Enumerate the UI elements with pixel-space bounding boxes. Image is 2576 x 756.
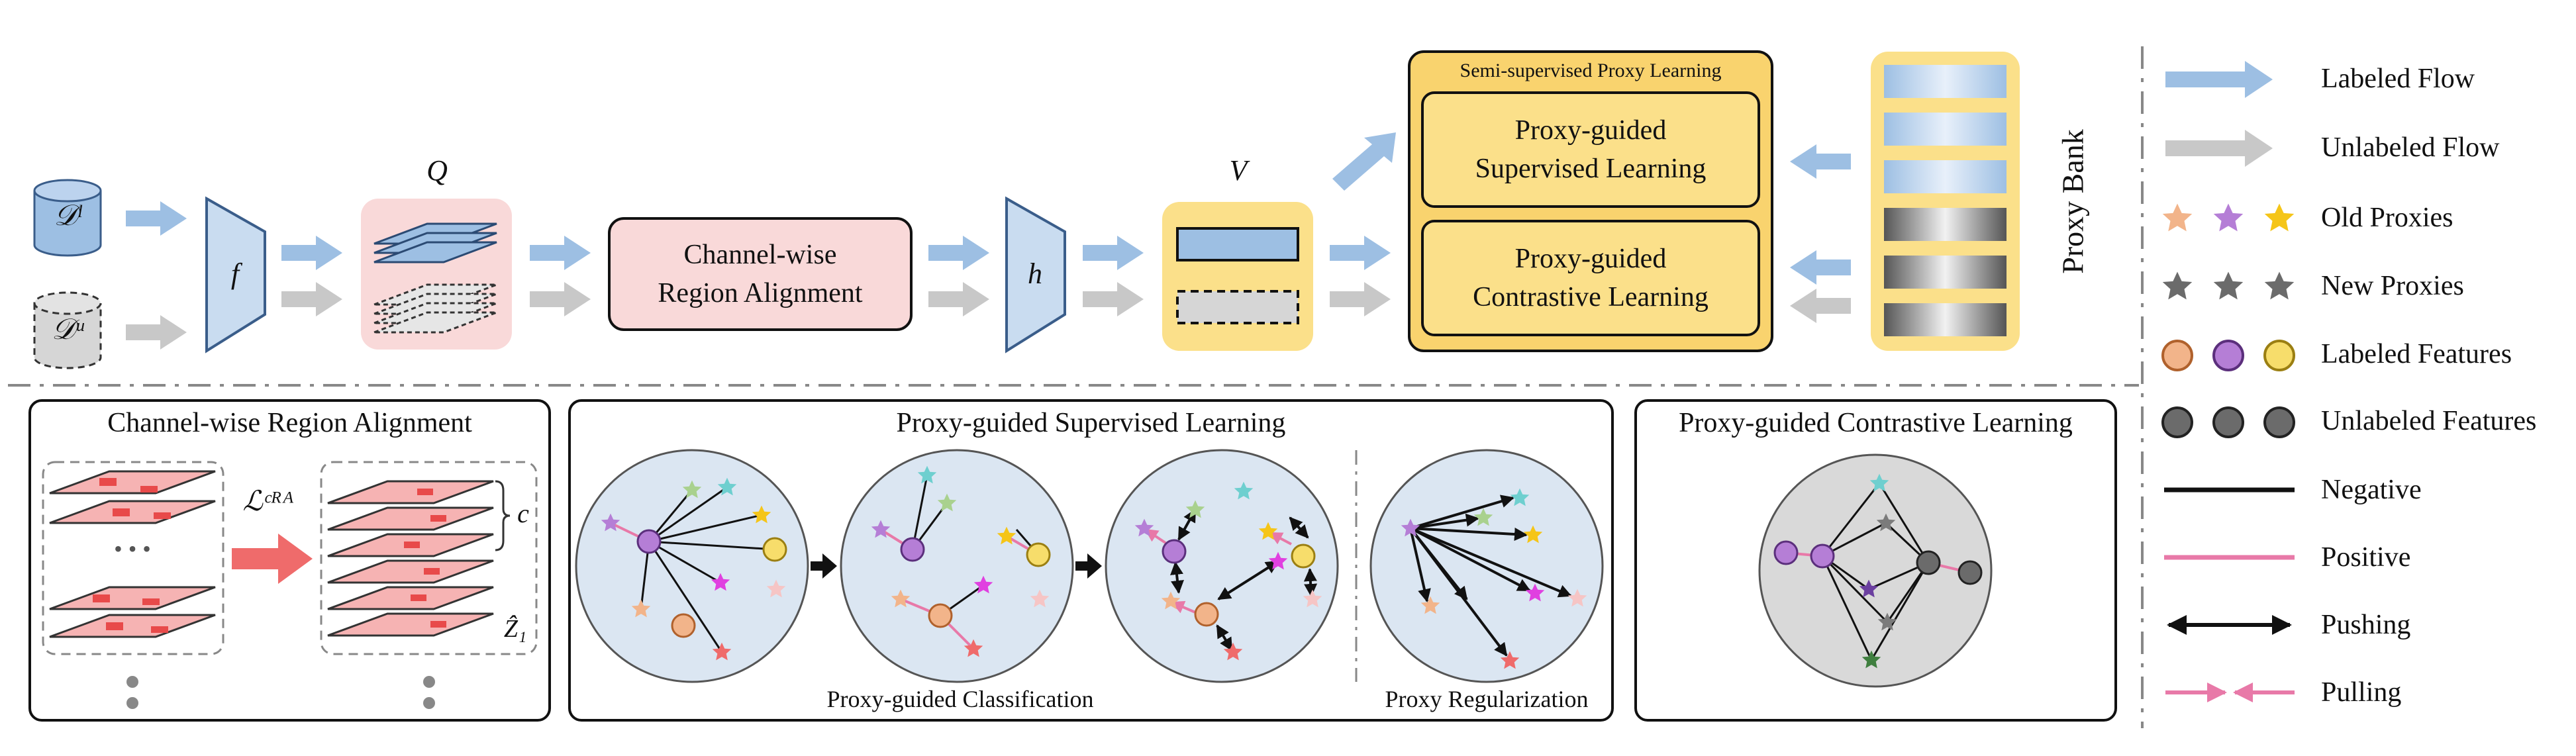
cra-input-frame [42,461,224,655]
unlabeled-dataset-label: 𝒟ᵘ [51,313,83,346]
v-unlabeled-bar [1176,290,1299,324]
q-labeled-layers [373,222,497,263]
cra-vertical-dots [126,676,435,709]
legend-old-proxy-orange-star [2162,203,2193,232]
cra-ellipsis: • • • [114,536,151,562]
legend-new-proxies-text: New Proxies [2321,271,2464,301]
legend-unlabeled-feature-3 [2263,406,2295,438]
pcl-box [1421,220,1760,336]
legend-old-proxy-purple-star [2213,203,2244,232]
projector-h-trapezoid [1005,196,1066,354]
proxy-bank-label: Proxy Bank [2056,129,2090,274]
channel-label: c [517,498,529,528]
q-label: Q [426,154,448,187]
psl-circle-4 [1369,449,1604,683]
cra-box [608,217,913,331]
spl-title: Semi-supervised Proxy Learning [1460,60,1722,81]
z-hat-label: Ẑ₁ [503,615,527,643]
projector-h-label: h [1028,258,1042,290]
cra-input-maps [49,470,216,638]
labeled-dataset-cylinder [33,179,102,257]
cra-box-line-2: Region Alignment [658,278,863,308]
unlabeled-flow-arrows [126,282,1851,350]
legend-new-proxy-star [2213,271,2244,300]
proxy-bank-slots [1884,65,2006,336]
circle3-labeled-feature-purple [1162,539,1187,564]
legend-pushing-text: Pushing [2321,610,2411,640]
legend-pulling-text: Pulling [2321,677,2402,708]
pcl-labeled-feature-b [1810,543,1835,569]
encoder-f-label: f [230,258,240,290]
cra-box-text: Channel-wise Region Alignment [609,218,911,330]
pcl-labeled-feature-a [1773,540,1799,565]
psl-box-line-1: Proxy-guided [1514,115,1667,146]
legend-old-proxy-yellow-star [2264,203,2295,232]
cra-output-frame [320,461,538,655]
psl-circle-2 [840,449,1074,683]
legend-old-proxies-text: Old Proxies [2321,203,2453,233]
legend-new-proxy-star [2264,271,2295,300]
legend-negative-text: Negative [2321,475,2422,505]
cra-loss-label: ℒᶜᴿᴬ [242,487,294,517]
pcl-box-line-1: Proxy-guided [1514,244,1667,274]
circle2-labeled-feature-yellow [1026,542,1051,567]
legend-labeled-features-text: Labeled Features [2321,339,2512,369]
circle1-labeled-feature-orange [671,613,696,638]
psl-box [1421,91,1760,208]
circle4-push-arrows [1409,495,1572,657]
circle2-labeled-feature-purple [900,537,925,562]
cra-box-line-1: Channel-wise [683,240,837,270]
circle2-labeled-feature-orange [928,603,953,628]
labeled-dataset-label: 𝒟ˡ [54,199,81,232]
v-label: V [1229,154,1248,187]
pcl-unlabeled-feature-a [1916,550,1941,575]
regularization-caption: Proxy Regularization [1385,686,1589,712]
v-feature-box [1162,202,1313,351]
pcl-box-text: Proxy-guided Contrastive Learning [1422,221,1759,335]
unlabeled-dataset-cylinder [33,291,102,369]
v-labeled-bar [1176,227,1299,261]
cra-panel-title: Channel-wise Region Alignment [107,408,472,438]
channel-brace [495,480,511,551]
cra-loss-arrow [232,534,313,584]
pcl-unlabeled-feature-b [1957,560,1983,585]
circle3-labeled-feature-orange [1194,602,1219,627]
circle1-labeled-feature-purple [636,529,662,554]
circle1-negative-lines [640,486,775,653]
classification-caption: Proxy-guided Classification [826,686,1094,712]
psl-box-text: Proxy-guided Supervised Learning [1422,93,1759,207]
legend-unlabeled-feature-1 [2161,406,2193,438]
legend-unlabeled-feature-2 [2212,406,2244,438]
legend-labeled-flow-arrow [2165,61,2273,98]
pcl-circle [1758,453,1993,688]
psl-panel-title: Proxy-guided Supervised Learning [896,408,1286,438]
psl-step-arrows [811,553,1102,579]
legend-labeled-flow-text: Labeled Flow [2321,64,2475,94]
legend-positive-text: Positive [2321,542,2411,573]
legend-unlabeled-features-text: Unlabeled Features [2321,406,2537,436]
circle1-labeled-feature-yellow [762,537,787,562]
pcl-box-line-2: Contrastive Learning [1473,282,1709,312]
labeled-flow-arrows [126,132,1851,285]
psl-box-line-2: Supervised Learning [1475,154,1707,184]
legend-feature-purple [2212,340,2244,371]
pcl-panel-title: Proxy-guided Contrastive Learning [1679,408,2073,438]
legend-feature-orange [2161,340,2193,371]
cra-input-regions [93,478,171,633]
circle3-labeled-feature-yellow [1291,543,1316,569]
legend-new-proxy-star [2162,271,2193,300]
legend-unlabeled-flow-text: Unlabeled Flow [2321,132,2500,163]
q-unlabeled-layers [373,283,497,334]
legend-unlabeled-flow-arrow [2165,130,2273,167]
legend-feature-yellow [2263,340,2295,371]
cra-output-regions [404,489,446,628]
encoder-f-trapezoid [205,196,266,354]
